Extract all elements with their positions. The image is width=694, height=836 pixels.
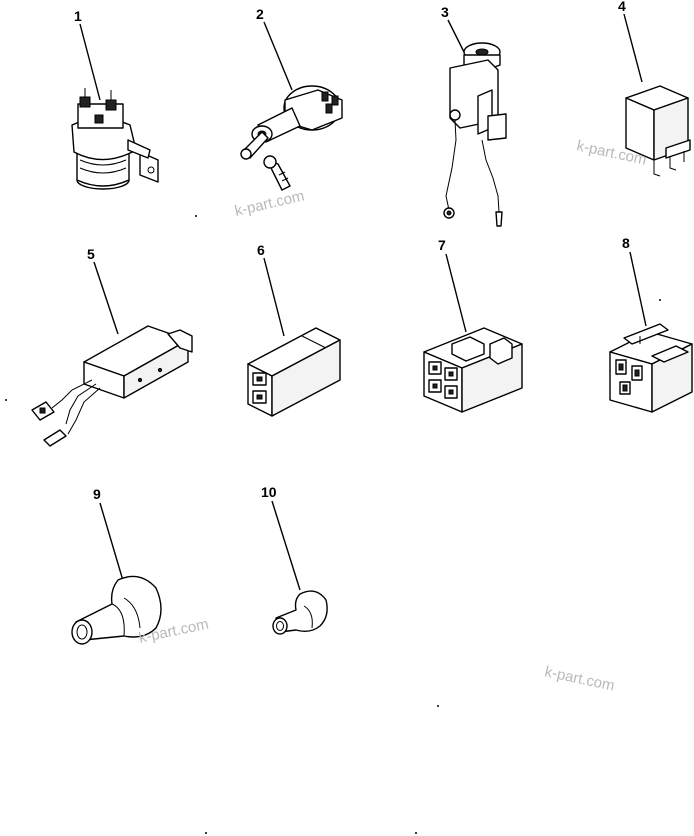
- part-2[interactable]: 2: [240, 6, 343, 191]
- leader-line-8: [629, 251, 647, 327]
- watermark-text: k-part.com: [233, 187, 306, 220]
- callout-9: 9: [93, 486, 101, 502]
- leader-line-4: [623, 13, 643, 83]
- leader-line-7: [445, 253, 467, 333]
- part-3[interactable]: 3: [441, 4, 507, 227]
- four-pin-connector-icon: [423, 327, 523, 413]
- part-6[interactable]: 6: [247, 242, 341, 417]
- watermark-text: k-part.com: [543, 663, 616, 694]
- callout-7: 7: [438, 237, 446, 253]
- leader-line-5: [93, 261, 119, 335]
- part-4[interactable]: 4: [618, 0, 691, 177]
- part-10[interactable]: 10: [261, 484, 328, 635]
- small-boot-icon: [272, 590, 328, 635]
- callout-2: 2: [256, 6, 264, 22]
- callout-10: 10: [261, 484, 277, 500]
- part-8[interactable]: 8: [609, 235, 693, 413]
- leader-line-10: [271, 500, 301, 591]
- callout-4: 4: [618, 0, 626, 14]
- switch-with-leads-icon: [443, 42, 507, 227]
- two-pin-connector-icon: [247, 327, 341, 417]
- watermarks: k-part.com k-part.com k-part.com k-part.…: [137, 137, 648, 694]
- part-5[interactable]: 5: [31, 246, 193, 447]
- part-7[interactable]: 7: [423, 237, 523, 413]
- large-boot-icon: [71, 575, 162, 645]
- relay-icon: [625, 85, 691, 177]
- leader-line-2: [263, 21, 293, 91]
- scan-specks: [5, 215, 661, 834]
- leader-line-1: [79, 23, 101, 101]
- part-9[interactable]: 9: [71, 486, 162, 645]
- callout-5: 5: [87, 246, 95, 262]
- leader-line-6: [263, 257, 285, 337]
- callout-3: 3: [441, 4, 449, 20]
- leader-line-9: [99, 502, 125, 585]
- key-switch-icon: [240, 85, 343, 191]
- callout-8: 8: [622, 235, 630, 251]
- callout-6: 6: [257, 242, 265, 258]
- part-1[interactable]: 1: [71, 8, 159, 190]
- relay-socket-icon: [609, 323, 693, 413]
- callout-1: 1: [74, 8, 82, 24]
- controller-unit-icon: [31, 325, 193, 447]
- starter-solenoid-icon: [71, 88, 159, 190]
